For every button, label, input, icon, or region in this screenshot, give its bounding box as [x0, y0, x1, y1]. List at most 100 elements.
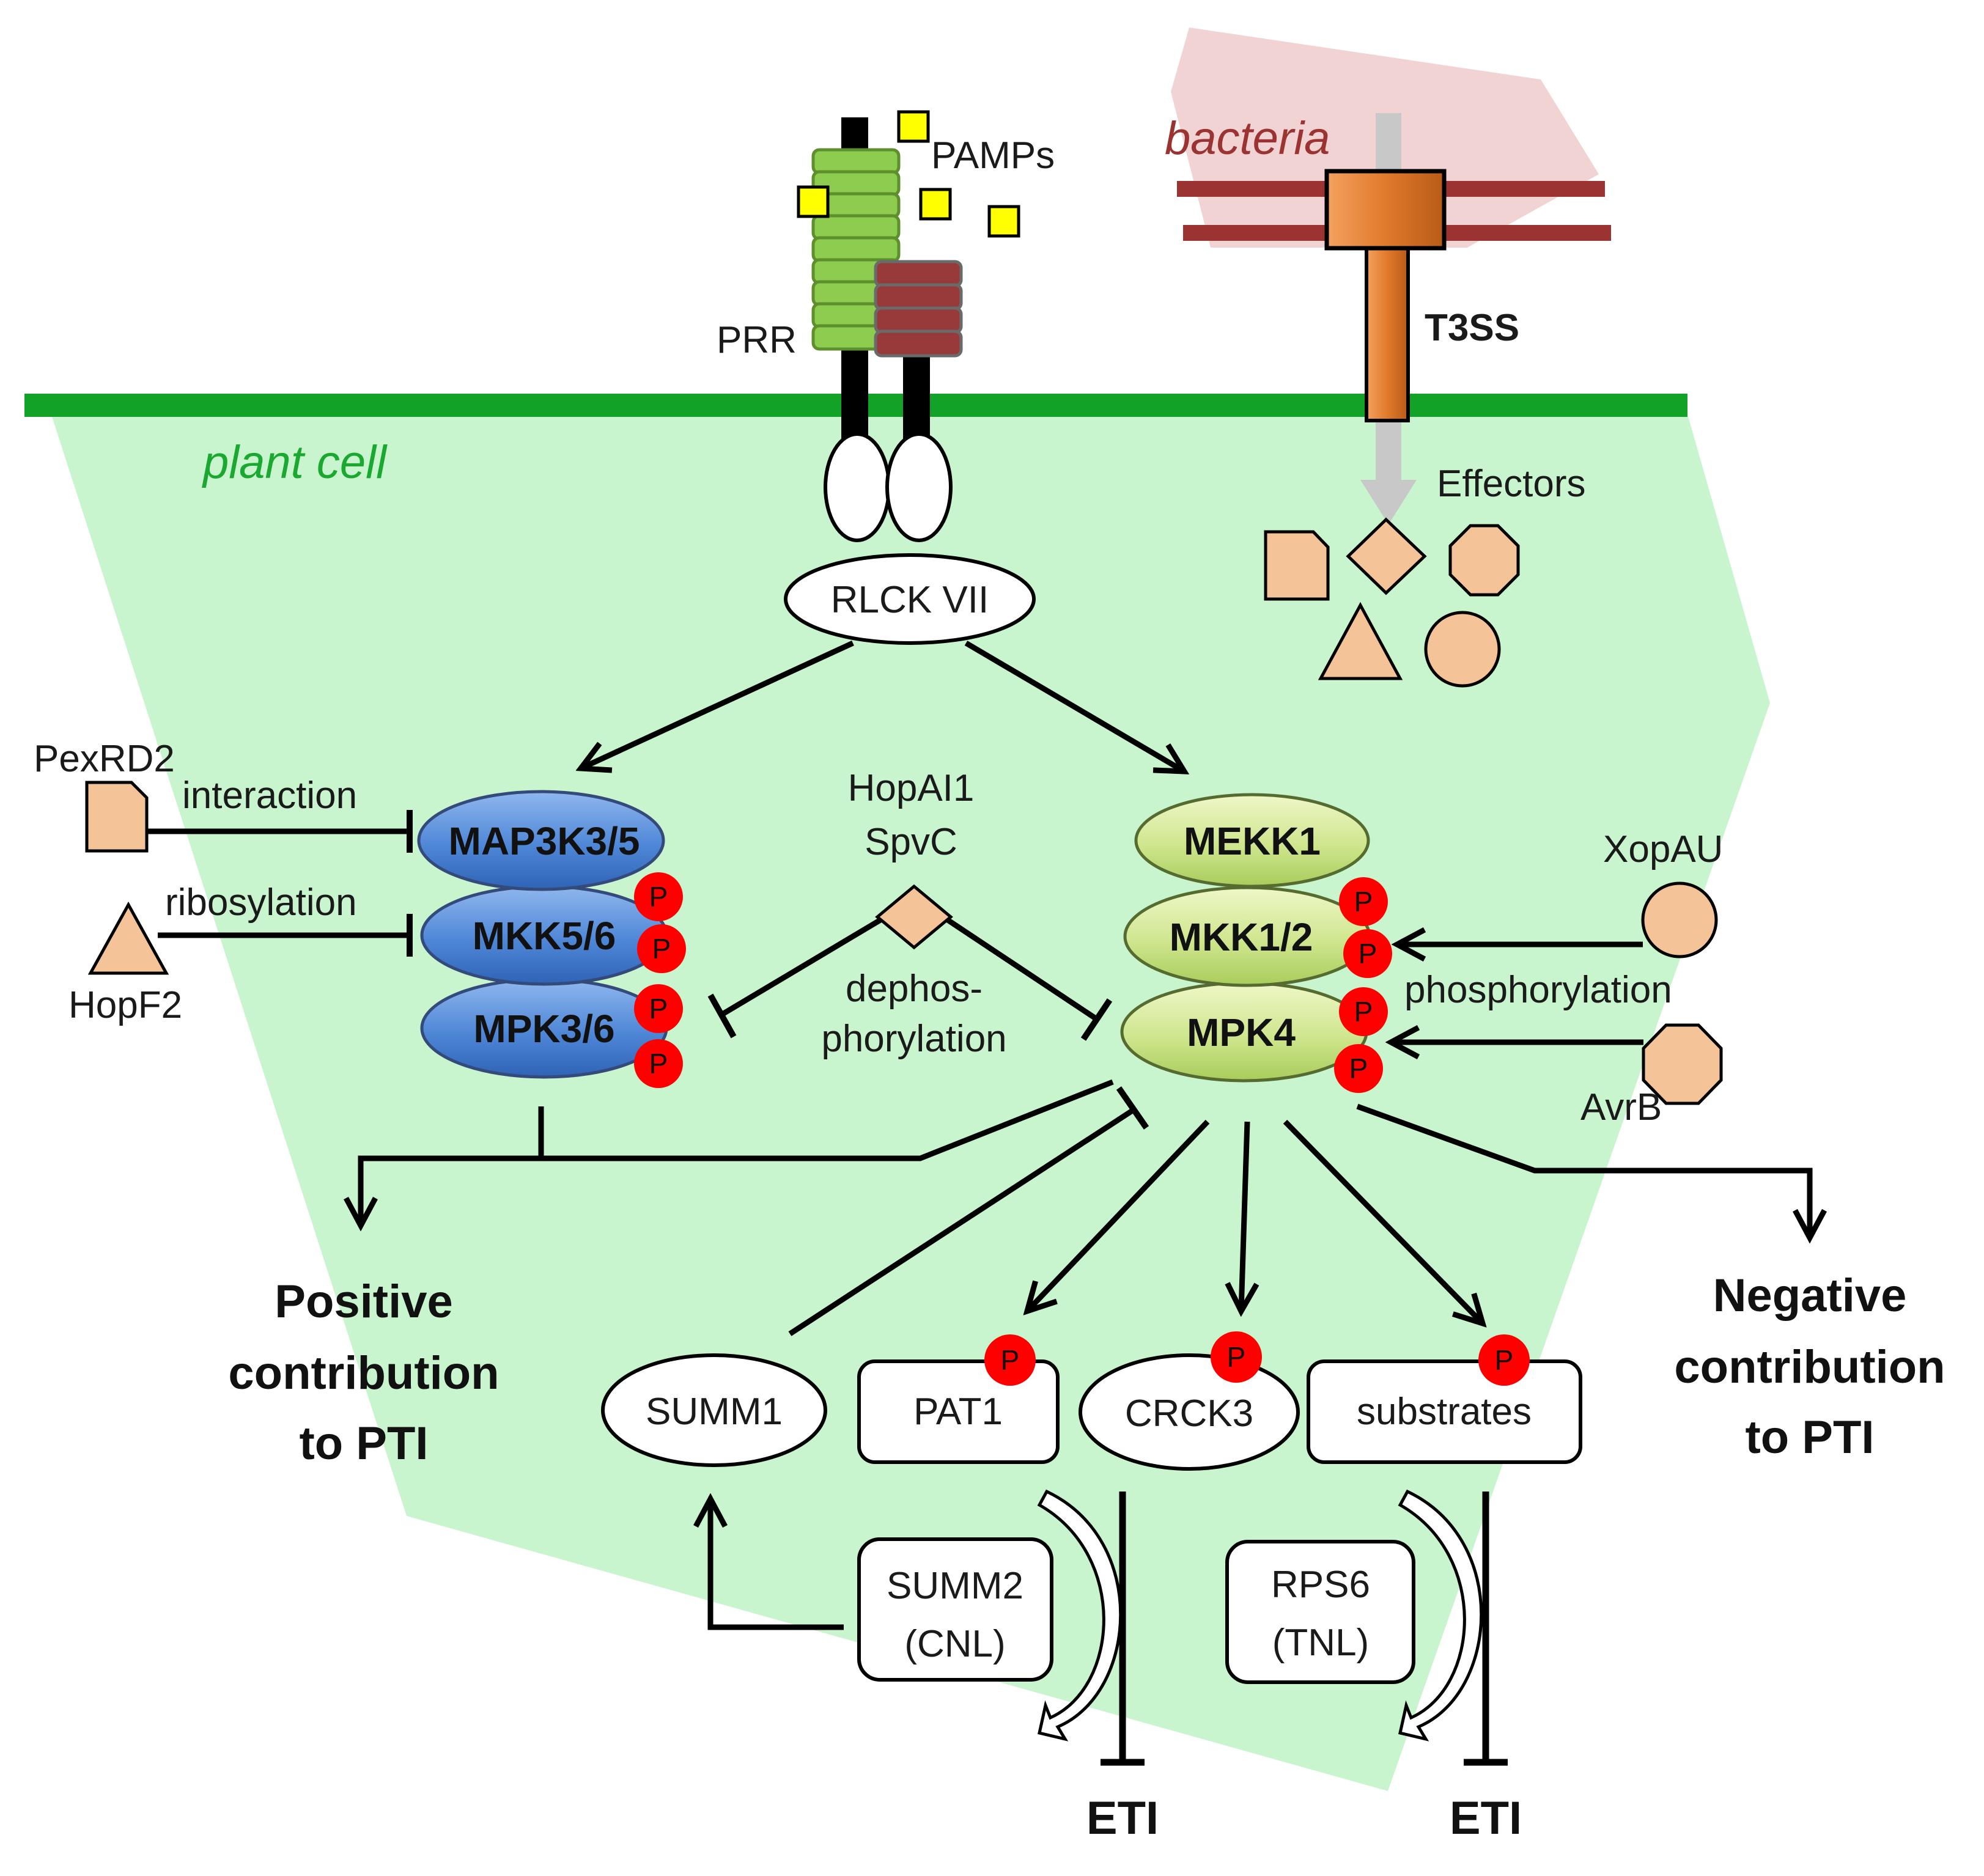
- phospho-badge: P: [634, 984, 683, 1033]
- prr-label: PRR: [717, 319, 797, 361]
- pexrd2-label: PexRD2: [34, 738, 175, 780]
- negative-contribution-1: Negative: [1713, 1270, 1907, 1322]
- pamp-squares: [797, 110, 1020, 238]
- summ1-label: SUMM1: [646, 1391, 783, 1433]
- svg-text:P: P: [649, 993, 668, 1024]
- svg-text:P: P: [1001, 1344, 1020, 1376]
- phospho-badge: P: [634, 1039, 683, 1088]
- svg-text:P: P: [1359, 938, 1377, 969]
- phospho-badge: P: [1343, 929, 1392, 978]
- substrates-rps6-curved-arrow: [1398, 1489, 1483, 1742]
- left-cascade-phospho: P P P P: [634, 872, 686, 1088]
- pat1-label: PAT1: [913, 1391, 1003, 1433]
- summ2-label-2: (CNL): [904, 1623, 1005, 1665]
- bacteria-label: bacteria: [1165, 112, 1330, 164]
- eti-label-2: ETI: [1450, 1792, 1522, 1844]
- crck3-label: CRCK3: [1125, 1392, 1253, 1435]
- mpk4-pat1-arrow: [1027, 1119, 1210, 1311]
- positive-contribution-1: Positive: [275, 1276, 452, 1328]
- effector-triangle-icon: [1318, 601, 1403, 680]
- mpk4-substrates-arrow: [1283, 1119, 1483, 1323]
- phospho-badge: P: [984, 1334, 1036, 1386]
- hopf2-label: HopF2: [68, 984, 182, 1026]
- arrow-rlck-to-left: [581, 640, 854, 768]
- svg-text:P: P: [649, 881, 668, 913]
- phospho-badge: P: [634, 872, 683, 921]
- right-cascade-phospho: P P P P: [1334, 877, 1392, 1093]
- hopf2-icon: [87, 901, 169, 975]
- interaction-label: interaction: [182, 774, 357, 817]
- plant-cell-label: plant cell: [202, 436, 388, 488]
- svg-text:P: P: [1495, 1344, 1514, 1376]
- phospho-badge: P: [1334, 1044, 1383, 1093]
- hopai1-label: HopAI1: [848, 767, 975, 809]
- mpk3-6-label: MPK3/6: [473, 1007, 614, 1051]
- effector-octagon-icon: [1448, 524, 1520, 597]
- spvc-label: SpvC: [865, 821, 957, 863]
- phospho-badge: P: [1339, 987, 1388, 1036]
- phospho-badge: P: [1478, 1334, 1530, 1386]
- positive-contribution-3: to PTI: [299, 1418, 428, 1470]
- dephos-label-2: phorylation: [821, 1018, 1006, 1060]
- prr-kinase-right: [885, 432, 953, 542]
- effector-circle-icon: [1424, 611, 1501, 688]
- prr-stalk-left: [841, 342, 868, 440]
- arrow-rlck-to-right: [964, 641, 1184, 771]
- effector-diamond-icon: [1346, 517, 1427, 595]
- t3ss-base: [1324, 169, 1447, 251]
- rps6-label-1: RPS6: [1271, 1564, 1370, 1606]
- t3ss-label: T3SS: [1425, 307, 1519, 349]
- dephos-label-1: dephos-: [846, 968, 983, 1010]
- substrates-node: [1307, 1359, 1582, 1464]
- phospho-badge: P: [1211, 1331, 1262, 1383]
- pexrd2-icon: [85, 781, 149, 853]
- ribosylation-label: ribosylation: [165, 881, 357, 924]
- mpk4-crck3-arrow: [1241, 1121, 1247, 1311]
- pamps-label: PAMPs: [931, 134, 1055, 177]
- t3ss-delivery-arrowhead: [1360, 480, 1417, 524]
- mekk1-label: MEKK1: [1184, 819, 1321, 863]
- dephos-inhibition-right: [946, 918, 1099, 1022]
- mpk4-summ1-bar: [1116, 1086, 1149, 1130]
- crck3-node: [1079, 1353, 1300, 1471]
- summ2-node: [857, 1537, 1053, 1682]
- prr-kinase-left: [824, 432, 891, 542]
- map3k3-5-node: [417, 790, 665, 891]
- positive-contribution-2: contribution: [228, 1347, 499, 1399]
- svg-text:P: P: [1354, 886, 1373, 918]
- dephos-inhibition-right-bar: [1080, 998, 1113, 1041]
- svg-text:P: P: [649, 1048, 668, 1080]
- negative-contribution-3: to PTI: [1745, 1411, 1874, 1463]
- positive-pti-arrow: [361, 1079, 1114, 1226]
- svg-text:P: P: [1349, 1053, 1368, 1084]
- mpk4-label: MPK4: [1187, 1010, 1296, 1054]
- svg-text:P: P: [1227, 1341, 1246, 1373]
- phospho-badge: P: [1339, 877, 1388, 926]
- hopai1-spvc-diamond-icon: [875, 884, 953, 950]
- rps6-label-2: (TNL): [1272, 1622, 1369, 1664]
- prr-lrr-red: [874, 260, 963, 358]
- map3k3-5-label: MAP3K3/5: [449, 819, 640, 863]
- dephos-inhibition-left: [720, 918, 882, 1017]
- phospho-badge: P: [637, 924, 686, 973]
- phosphorylation-label: phosphorylation: [1404, 969, 1672, 1011]
- avrb-icon: [1642, 1023, 1723, 1105]
- mkk5-6-label: MKK5/6: [473, 914, 616, 958]
- xopau-icon: [1641, 881, 1718, 958]
- pat1-node: [857, 1359, 1060, 1464]
- summ1-node: [601, 1353, 827, 1467]
- rlck-vii-label: RLCK VII: [831, 579, 989, 621]
- negative-contribution-2: contribution: [1674, 1341, 1945, 1393]
- mpk4-summ1-line: [788, 1107, 1136, 1336]
- effector-pentagon-icon: [1264, 530, 1330, 601]
- rps6-node: [1225, 1540, 1415, 1684]
- eti-label-1: ETI: [1086, 1792, 1159, 1844]
- mekk1-node: [1134, 793, 1370, 888]
- summ2-to-summ1-arrow: [710, 1499, 844, 1630]
- pat1-summ2-curved-arrow: [1037, 1489, 1123, 1742]
- dephos-inhibition-left-bar: [707, 993, 737, 1039]
- svg-text:P: P: [652, 933, 671, 965]
- substrates-label: substrates: [1357, 1391, 1532, 1433]
- rlck-vii-node: [784, 553, 1036, 645]
